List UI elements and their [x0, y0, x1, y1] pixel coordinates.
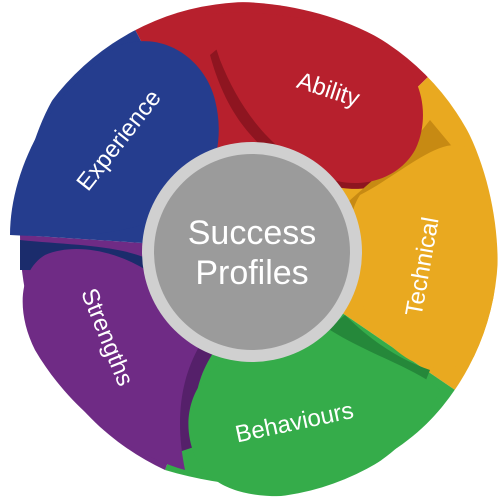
center-title-line2: Profiles — [195, 254, 308, 292]
center-title-line1: Success — [188, 214, 317, 252]
center-hub — [154, 154, 350, 350]
segment-ability-lobe — [205, 12, 423, 183]
segment-technical-lobe — [348, 144, 495, 368]
segment-behaviours-lobe — [188, 330, 440, 497]
